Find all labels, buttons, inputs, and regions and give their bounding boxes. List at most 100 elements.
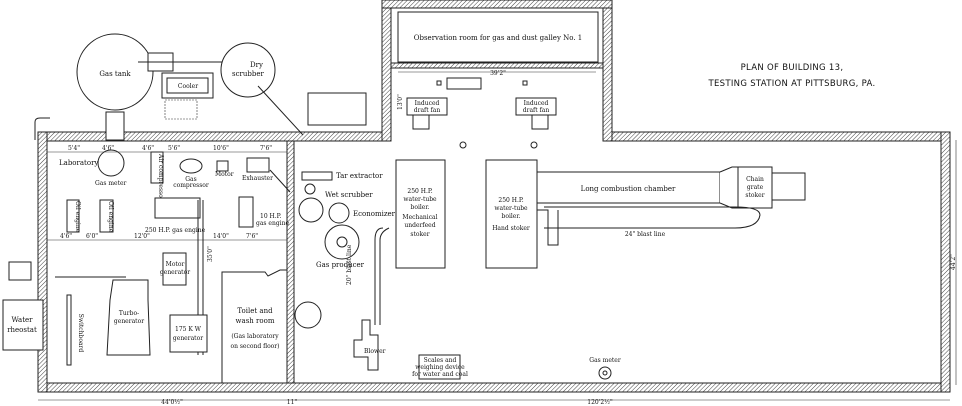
equipment-generator-175-0-label: 175 K W [175,326,202,333]
induced-draft-fan-1: Induced draft fan [406,97,448,130]
dimensions-d4-label: 14'0" [213,233,229,240]
observation-room-label: Observation room for gas and dust galley… [414,34,583,42]
equipment-boiler-1-4-label: underfeed [404,222,435,229]
generator-175kw [169,314,208,353]
boiler-hand-stoker [485,159,538,269]
equipment-gas-compressor-0-label: Gas [185,176,196,183]
equipment-turbo-generator-1-label: generator [114,318,144,325]
equipment-induced-fan-2-1-label: draft fan [523,107,550,114]
dimensions-d1-label: 4'6" [60,233,72,240]
gas-tank-label: Gas tank [99,70,131,78]
oil-engine-1 [66,199,80,233]
equipment-boiler-1-1-label: water-tube [403,196,437,203]
switchboard [66,294,72,366]
wet-scrubber-label: Wet scrubber [325,191,373,199]
equipment-induced-fan-1-0-label: Induced [415,100,440,107]
equipment-boiler-1-5-label: stoker [410,231,429,238]
equipment-generator-175-1-label: generator [173,335,203,342]
chain-grate-stoker [737,166,773,209]
dim-depth: 44'2" [950,254,957,270]
dimensions-d5-label: 7'6" [246,233,258,240]
gas-engine-10hp [238,196,254,228]
rooms-toilet-0-label: Toilet and [237,307,273,315]
equipment-chain-grate-0-label: Chain [746,176,764,183]
outdoor-box [307,92,367,126]
dim-wall-gap: 11" [287,399,298,406]
equipment-gas-engine-small-1-label: gas engine [256,220,289,227]
equipment-exhauster-label: Exhauster [242,175,273,182]
dimensions-d9-label: 5'6" [168,145,180,152]
equipment-chain-grate-2-label: stoker [745,192,764,199]
observation-room [397,11,599,63]
dimensions-d6-label: 35'0" [207,246,214,262]
cooler [166,77,209,94]
laboratory-label: Laboratory [59,159,98,167]
dimensions-d7-label: 5'4" [68,145,80,152]
equipment-gas-meter-right-label: Gas meter [589,357,621,364]
dimensions-d3-label: 12'0" [134,233,150,240]
equipment-boiler-1-3-label: Mechanical [402,214,437,221]
dimensions-d11-label: 7'6" [260,145,272,152]
equipment-gas-engine-small-0-label: 10 H.P. [260,213,282,220]
equipment-switchboard-label: Switchboard [77,314,84,353]
rooms-toilet-2-label: (Gas laboratory [231,333,279,340]
equipment-induced-fan-2-0-label: Induced [524,100,549,107]
dimensions-d2-label: 6'0" [86,233,98,240]
equipment-oil-engine-2-label: Oil engine [107,201,114,233]
equipment-induced-fan-1-1-label: draft fan [414,107,441,114]
equipment-oil-engine-1-label: Oil engine [74,201,81,233]
blower [353,319,379,371]
equipment-boiler-2-3-label: Hand stoker [492,225,530,232]
equipment-chain-grate-1-label: grate [747,184,764,191]
dim-annex-depth: 13'0" [397,94,404,110]
equipment-water-rheostat-1-label: rheostat [7,326,37,334]
equipment-motor-generator-1-label: generator [160,269,190,276]
dim-left-width: 44'0½" [161,399,183,406]
equipment-blower-label: Blower [364,348,386,355]
gas-engine-250hp [154,197,201,219]
dry-scrubber-label: Dry [250,61,263,69]
gas-meter-left [97,149,125,177]
plan-title-line2: TESTING STATION AT PITTSBURG, PA. [708,79,876,89]
equipment-gas-compressor-1-label: compressor [173,182,209,189]
equipment-boiler-2-2-label: boiler. [502,213,521,220]
equipment-scales-0-label: Scales and [424,357,457,364]
plan-title-line1: PLAN OF BUILDING 13, [741,63,844,73]
scales-weighing-device [418,354,461,380]
equipment-tar-extractor-label: Tar extractor [336,172,383,180]
dimensions-d8-label: 4'6" [102,145,114,152]
water-rheostat [2,299,44,351]
equipment-boiler-1-2-label: boiler. [411,204,430,211]
dim-right-width: 120'2½" [587,399,613,406]
boiler-mechanical-stoker [395,159,446,269]
equipment-gas-engine-large-label: 250 H.P. gas engine [145,227,206,234]
dry-scrubber-label-2: scrubber [232,70,264,78]
blast-line-24 [544,206,761,229]
dry-scrubber [220,42,276,98]
equipment-scales-1-label: weighing device [415,364,465,371]
gas-tank [76,33,154,111]
equipment-motor-label: Motor [215,171,234,178]
motor-generator [162,252,187,286]
equipment-combustion-chamber-label: Long combustion chamber [581,185,676,193]
equipment-economizer-label: Economizer [353,210,396,218]
equipment-gas-producer-label: Gas producer [316,261,365,269]
dimensions-d8-label: 4'6" [142,145,154,152]
turbo-generator [106,279,151,356]
oil-engine-2 [99,199,114,233]
rooms-toilet-1-label: wash room [236,317,275,325]
induced-draft-fan-2: Induced draft fan [515,97,557,130]
equipment-turbo-generator-0-label: Turbo- [119,310,139,317]
equipment-air-compressor-label: Air compressor [157,153,164,201]
equipment-boiler-1-0-label: 250 H.P. [407,188,432,195]
equipment-blast-line-20-label: 20" blast line [346,244,353,285]
equipment-water-rheostat-0-label: Water [11,316,33,324]
annex-box [446,77,482,90]
equipment-gas-meter-left-label: Gas meter [95,180,127,187]
equipment-blast-line-24-label: 24" blast line [625,231,666,238]
dimensions-d10-label: 10'6" [213,145,229,152]
equipment-boiler-2-1-label: water-tube [494,205,528,212]
toilet-room [221,269,287,383]
equipment-boiler-2-0-label: 250 H.P. [498,197,523,204]
